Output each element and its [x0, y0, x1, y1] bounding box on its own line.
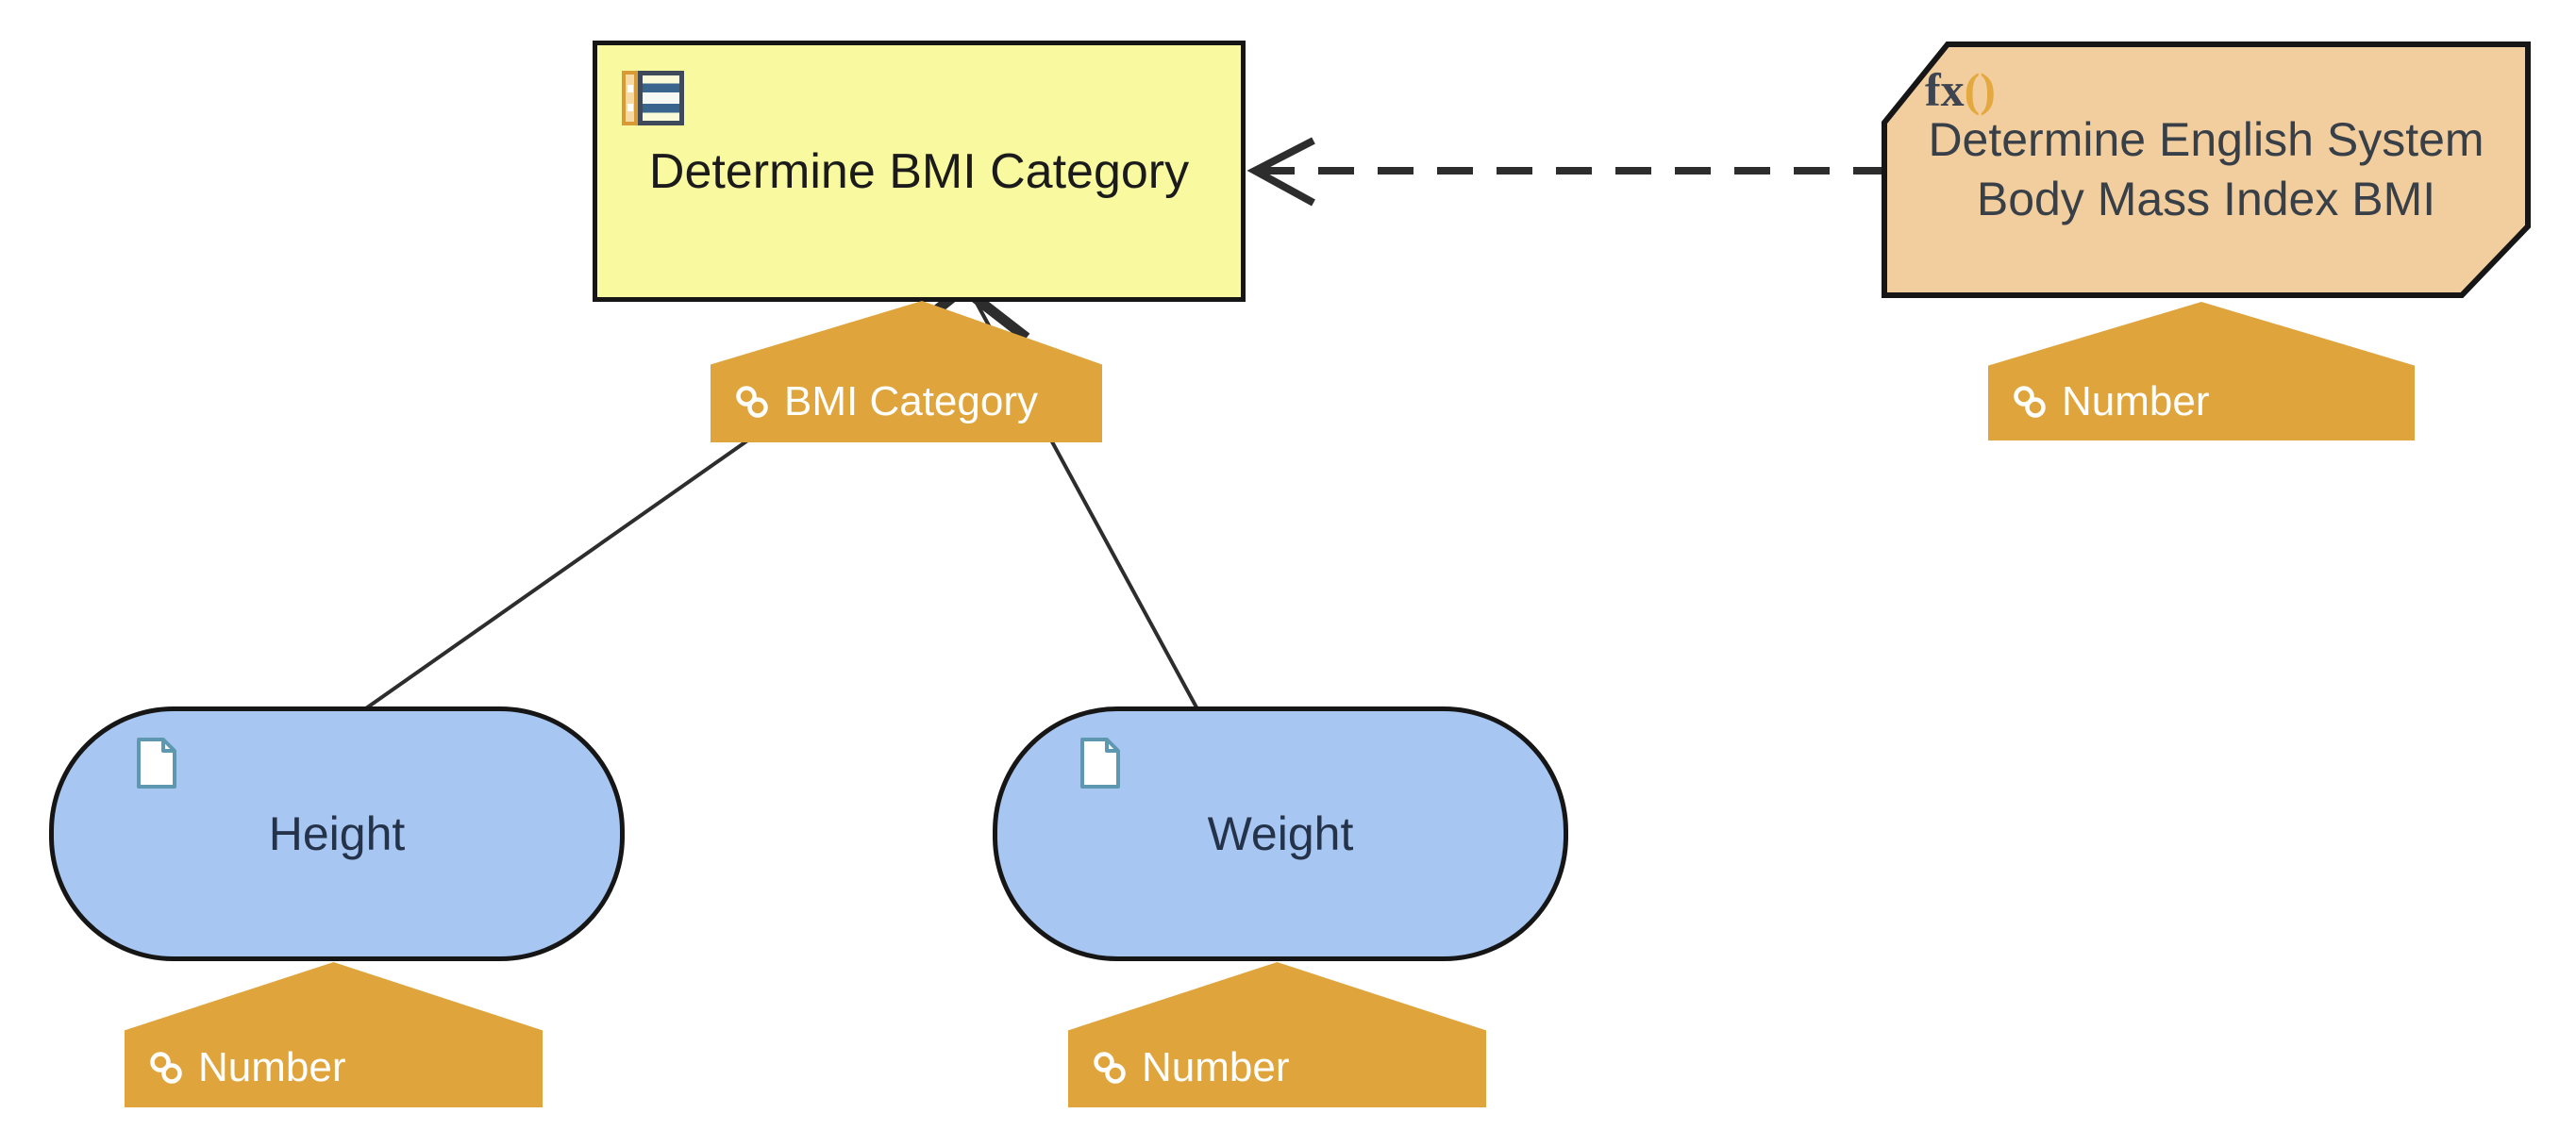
link-icon [150, 1052, 182, 1084]
input-label-weight: Weight [1207, 807, 1354, 860]
document-icon [1080, 738, 1120, 789]
bkm-node-determine-english-system-bmi[interactable]: fx() Determine English System Body Mass … [1882, 42, 2531, 298]
input-data-node-weight[interactable]: Weight [993, 706, 1568, 961]
type-badge-label: Number [2062, 377, 2210, 424]
bkm-label-line2: Body Mass Index BMI [1976, 173, 2436, 225]
knowledge-requirement-arrowhead [1246, 137, 1315, 207]
function-icon: fx() [1925, 63, 1996, 116]
link-icon [2014, 385, 2046, 418]
input-label-height: Height [268, 807, 406, 860]
bkm-label: Determine English System Body Mass Index… [1882, 42, 2531, 298]
type-badge-label: Number [198, 1044, 346, 1090]
decision-table-icon-input-column [622, 71, 638, 125]
decision-table-icon-rows [638, 71, 684, 125]
bkm-shape [1882, 42, 2531, 298]
document-icon [137, 738, 176, 789]
type-badge-label: Number [1142, 1044, 1290, 1090]
decision-label: Determine BMI Category [648, 143, 1190, 199]
link-icon [736, 386, 768, 418]
link-icon [1094, 1052, 1126, 1084]
type-badge-label: BMI Category [784, 378, 1038, 424]
decision-node-determine-bmi-category[interactable]: Determine BMI Category [593, 41, 1246, 302]
bkm-label-line1: Determine English System [1928, 113, 2484, 166]
decision-table-icon [622, 71, 684, 125]
input-data-node-height[interactable]: Height [49, 706, 625, 961]
